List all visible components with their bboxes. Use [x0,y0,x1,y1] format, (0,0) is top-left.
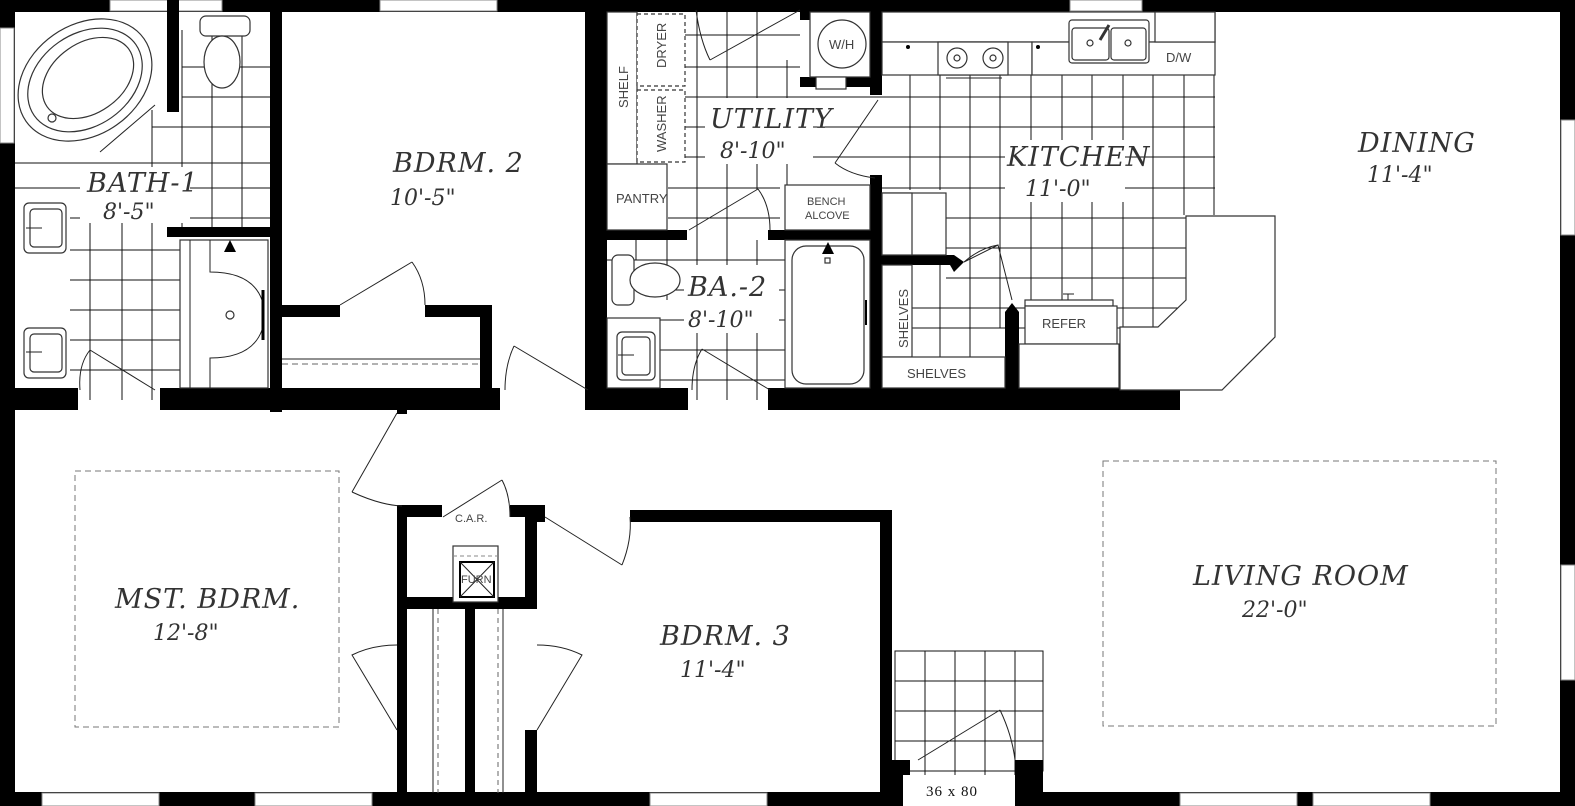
room-name: BATH-1 [86,168,199,199]
room-label-utility: UTILITY 8'-10" [705,98,834,164]
door-ba2 [691,348,771,391]
room-name: BDRM. 3 [659,621,791,652]
shower-bath1 [179,239,269,389]
kitchen-island [1119,215,1276,391]
room-dimension: 8'-10" [688,308,754,333]
dryer-label: DRYER [654,23,669,68]
toilet-ba2 [611,254,681,306]
kitchen-counters [881,11,1216,76]
door-shelves [963,244,1013,301]
door-bdrm3-closet [536,644,583,731]
washer-label: WASHER [654,95,669,152]
room-dimension: 12'-8" [153,621,219,646]
door-wh [834,99,879,179]
kitchen-sink [1068,19,1150,64]
bench-alcove-label: BENCH [807,196,846,208]
shelves-label: SHELVES [896,289,911,348]
shelf-label: SHELF [616,66,631,108]
entry-door-label-bg [903,775,1015,806]
shelves-closet [881,264,1006,389]
refrigerator-label: REFER [1042,316,1086,331]
door-car [442,479,511,518]
doors [79,9,1016,761]
sink-ba2 [606,317,661,389]
room-name: BA.-2 [687,272,767,303]
bench-alcove-label: ALCOVE [805,210,850,222]
water-heater-label: W/H [829,37,854,52]
door-bath1 [79,349,156,391]
bathtub-oval [17,18,156,153]
car-label: C.A.R. [455,513,487,525]
tile-grid-entry [894,650,1044,775]
furnace-label: FURN [461,574,492,586]
door-mst-closet [351,644,398,731]
room-label-kitchen: KITCHEN 11'-0" [1005,140,1151,202]
room-dimension: 22'-0" [1241,598,1308,623]
car-furnace [452,545,499,603]
room-dimension: 11'-4" [680,658,746,683]
shelves-label: SHELVES [907,366,966,381]
room-name: DINING [1357,128,1476,159]
room-name: MST. BDRM. [114,584,300,615]
room-dimension: 10'-5" [390,186,456,211]
bdrm2-closet-shelf [282,358,480,365]
room-label-ba2: BA.-2 8'-10" [684,265,779,333]
door-entry [917,709,1016,761]
room-label-bdrm2: BDRM. 2 10'-5" [390,148,524,211]
room-dimension: 8'-5" [103,200,155,225]
door-bdrm3 [544,516,631,566]
room-label-bdrm3: BDRM. 3 11'-4" [659,621,791,683]
door-bdrm2 [504,345,589,391]
closet-rods [432,609,504,793]
room-name: UTILITY [710,104,834,135]
room-name: BDRM. 2 [392,148,524,179]
laundry [606,11,871,231]
room-label-living: LIVING ROOM 22'-0" [1192,561,1409,623]
dishwasher-label: D/W [1166,50,1192,65]
tile-grid-utility-kitchen [668,10,1215,358]
living-room-area-outline [1102,460,1497,727]
room-dimension: 11'-4" [1367,163,1433,188]
room-name: LIVING ROOM [1192,561,1409,592]
interior-walls [15,0,1180,800]
kitchen-lower-cabinets [881,192,947,256]
bathtub-ba2 [784,239,871,389]
room-label-dining: DINING 11'-4" [1357,128,1476,188]
stove [937,41,1009,79]
door-bdrm2-closet [339,261,426,306]
water-heater [809,11,871,90]
room-dimension: 8'-10" [720,139,786,164]
door-pantry [688,188,771,231]
mst-bdrm-area-outline [74,470,340,728]
room-label-mst-bdrm: MST. BDRM. 12'-8" [114,584,300,646]
entry-door-size-label: 36 x 80 [926,784,978,800]
refrigerator [1018,293,1120,389]
room-name: KITCHEN [1006,142,1151,173]
room-dimension: 11'-0" [1025,177,1091,202]
toilet-bath1 [199,15,251,89]
door-mst-bdrm [351,412,403,507]
room-label-bath1: BATH-1 8'-5" [80,167,199,225]
sinks-bath1 [23,202,67,379]
pantry-label: PANTRY [616,191,668,206]
door-utility [695,9,801,61]
